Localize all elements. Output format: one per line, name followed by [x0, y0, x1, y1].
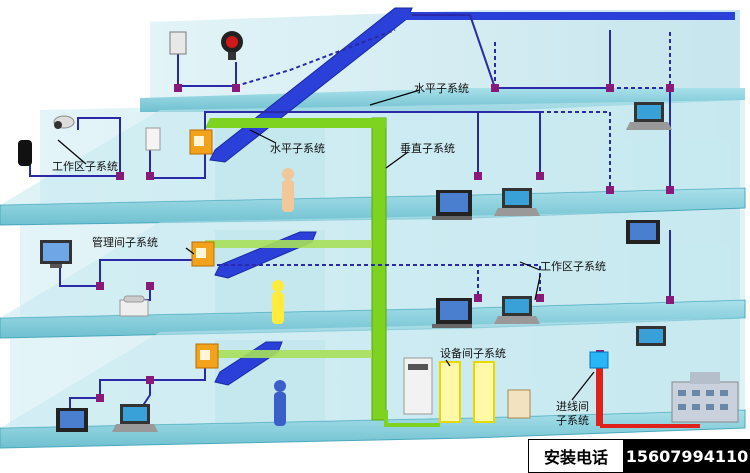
telecom-room-box	[195, 343, 219, 369]
node	[606, 84, 614, 92]
building-icon	[671, 372, 739, 423]
server-icon	[403, 357, 433, 415]
entrance-cable	[596, 368, 700, 428]
admin-boxes	[189, 129, 219, 369]
node	[146, 376, 154, 384]
devices	[18, 31, 739, 432]
node	[96, 394, 104, 402]
telephone-icon	[119, 295, 149, 317]
label-arrows	[57, 89, 595, 401]
desktop-computer-icon	[432, 298, 472, 328]
laptop-icon	[626, 102, 672, 130]
people	[272, 168, 294, 426]
label-vertical: 垂直子系统	[400, 141, 455, 155]
equipment-rack-icon	[439, 361, 495, 423]
label-equipment: 设备间子系统	[440, 346, 506, 360]
label-horizontal-top: 水平子系统	[414, 82, 469, 95]
entrance-box-icon	[589, 351, 609, 369]
contact-banner: 安装电话 15607994110	[528, 439, 750, 473]
label-entrance-line2: 子系统	[556, 414, 589, 427]
label-work-area-right: 工作区子系统	[540, 260, 606, 273]
node	[146, 282, 154, 290]
person-icon	[282, 168, 294, 212]
motion-detector-icon	[18, 140, 32, 166]
desktop-computer-icon	[432, 190, 472, 220]
desktop-computer-icon	[56, 408, 88, 432]
laptop-icon	[494, 296, 540, 324]
node	[146, 172, 154, 180]
laptop-icon	[494, 188, 540, 216]
monitor-icon	[40, 240, 72, 268]
node	[536, 172, 544, 180]
security-camera-icon	[53, 115, 75, 129]
vertical-backbone	[205, 117, 440, 427]
node	[536, 294, 544, 302]
label-work-area-left: 工作区子系统	[52, 160, 118, 173]
person-icon	[274, 380, 286, 426]
subsystem-labels: 水平子系统 水平子系统 垂直子系统 工作区子系统 管理间子系统 工作区子系统 设…	[52, 82, 606, 427]
node	[474, 172, 482, 180]
node	[474, 294, 482, 302]
speaker-icon	[169, 31, 187, 55]
laptop-icon	[112, 404, 158, 432]
node	[174, 84, 182, 92]
alarm-siren-icon	[221, 31, 243, 60]
distribution-frame-icon	[507, 389, 531, 419]
label-entrance-line1: 进线间	[556, 399, 589, 413]
label-horizontal-mid: 水平子系统	[270, 142, 325, 155]
person-icon	[272, 280, 284, 324]
telecom-room-box	[189, 129, 213, 155]
node	[96, 282, 104, 290]
contact-phone[interactable]: 15607994110	[624, 439, 750, 473]
label-admin: 管理间子系统	[92, 235, 158, 249]
sensor-panel-icon	[145, 127, 161, 151]
contact-label: 安装电话	[528, 439, 624, 473]
vertical-riser	[371, 117, 387, 421]
node	[606, 186, 614, 194]
node	[491, 84, 499, 92]
desktop-computer-icon	[626, 220, 660, 244]
node	[666, 186, 674, 194]
node	[666, 296, 674, 304]
node	[116, 172, 124, 180]
node	[666, 84, 674, 92]
node	[232, 84, 240, 92]
telecom-room-box	[191, 241, 215, 267]
laptop-icon	[636, 326, 666, 346]
